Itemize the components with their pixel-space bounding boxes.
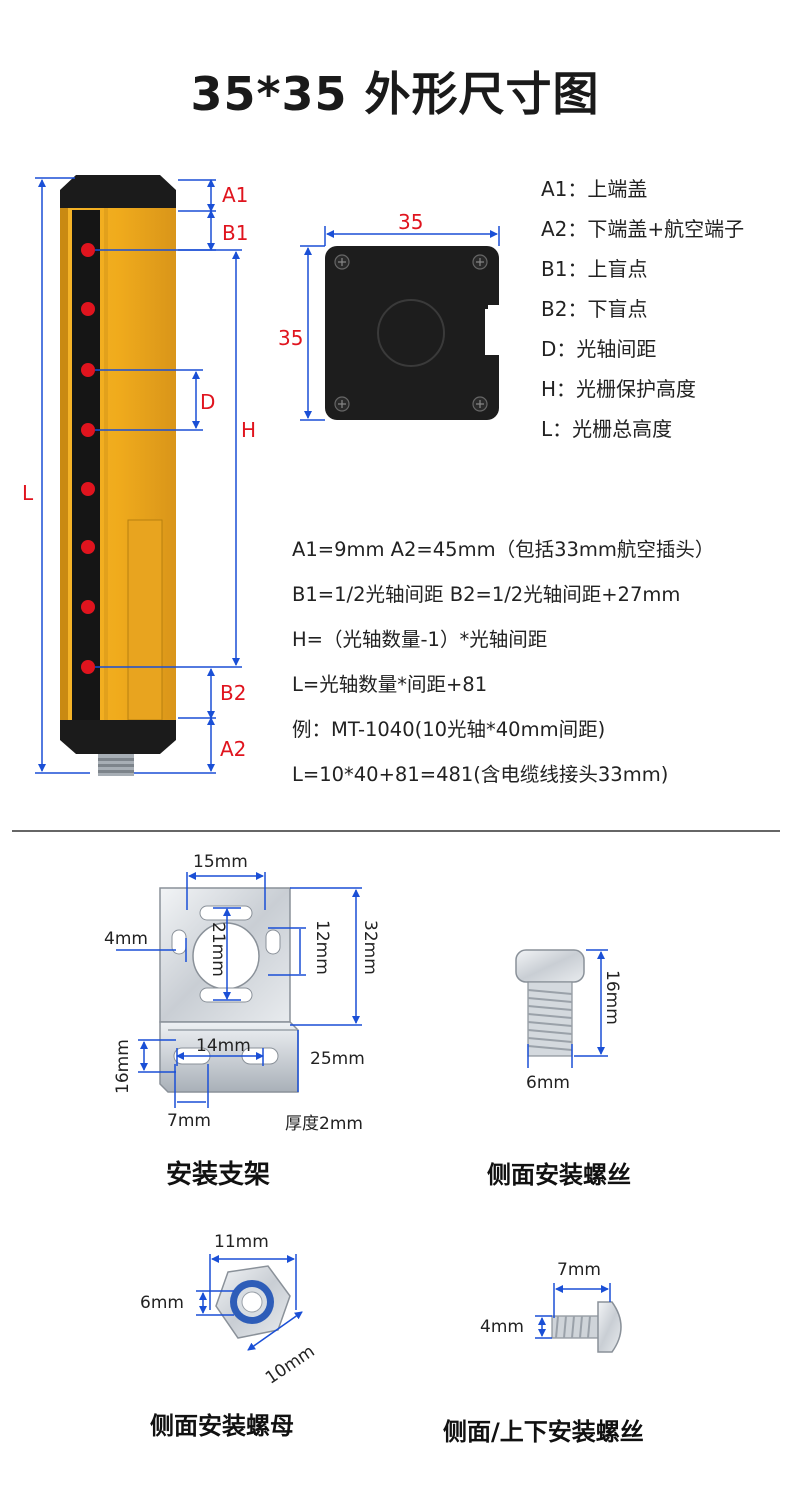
formula-line: A1=9mm A2=45mm（包括33mm航空插头） bbox=[292, 538, 715, 561]
nut-caption: 侧面安装螺母 bbox=[150, 1412, 294, 1440]
bolt-dim-6mm: 6mm bbox=[526, 1073, 570, 1093]
section-dimension-lines bbox=[300, 226, 500, 421]
beam-dots bbox=[81, 243, 95, 674]
countersunk-screw-image bbox=[551, 1301, 622, 1353]
bolt-image bbox=[515, 949, 585, 1057]
screw-dim-4mm: 4mm bbox=[480, 1317, 524, 1337]
beam-dot bbox=[81, 482, 95, 496]
bracket-dim-15mm: 15mm bbox=[193, 852, 248, 872]
bolt-caption: 侧面安装螺丝 bbox=[487, 1161, 631, 1189]
label-l: L bbox=[22, 481, 34, 505]
bracket-dim-12mm: 12mm bbox=[312, 920, 332, 975]
beam-dot bbox=[81, 540, 95, 554]
label-d: D bbox=[200, 390, 216, 414]
bolt-dim-16mm: 16mm bbox=[602, 970, 622, 1025]
formula-line: L=10*40+81=481(含电缆线接头33mm) bbox=[292, 763, 669, 786]
page-title: 35*35 外形尺寸图 bbox=[190, 67, 600, 121]
beam-dot bbox=[81, 363, 95, 377]
bracket-dim-14mm: 14mm bbox=[196, 1036, 251, 1056]
bracket-dim-4mm: 4mm bbox=[104, 929, 148, 949]
beam-dot bbox=[81, 660, 95, 674]
screw-dimension-lines bbox=[535, 1283, 611, 1339]
legend-item: B2：下盲点 bbox=[541, 297, 648, 321]
legend-item: H：光栅保护高度 bbox=[541, 377, 697, 401]
label-a2: A2 bbox=[220, 737, 247, 761]
nut-dim-11mm: 11mm bbox=[214, 1232, 269, 1252]
bracket-thickness: 厚度2mm bbox=[285, 1114, 363, 1134]
beam-dot bbox=[81, 243, 95, 257]
formula-line: 例：MT-1040(10光轴*40mm间距) bbox=[292, 718, 606, 741]
label-section-width: 35 bbox=[398, 210, 424, 234]
label-section-height: 35 bbox=[278, 326, 304, 350]
bracket-dim-32mm: 32mm bbox=[360, 920, 380, 975]
legend-item: A2：下端盖+航空端子 bbox=[541, 217, 745, 241]
mounting-bracket-image bbox=[159, 887, 299, 1093]
legend-item: L：光栅总高度 bbox=[541, 417, 673, 441]
label-b2: B2 bbox=[220, 681, 247, 705]
cross-section bbox=[325, 246, 501, 420]
formula-line: L=光轴数量*间距+81 bbox=[292, 673, 488, 696]
formula-line: B1=1/2光轴间距 B2=1/2光轴间距+27mm bbox=[292, 583, 681, 606]
bracket-dim-25mm: 25mm bbox=[310, 1049, 365, 1069]
label-b1: B1 bbox=[222, 221, 249, 245]
screw-dim-7mm: 7mm bbox=[557, 1260, 601, 1280]
legend-item: B1：上盲点 bbox=[541, 257, 648, 281]
bar-dimension-lines bbox=[35, 177, 242, 774]
formula-line: H=（光轴数量-1）*光轴间距 bbox=[292, 628, 548, 651]
bracket-dim-21mm: 21mm bbox=[208, 922, 228, 977]
screw-caption: 侧面/上下安装螺丝 bbox=[443, 1418, 644, 1446]
legend-item: A1：上端盖 bbox=[541, 177, 648, 201]
nut-dim-6mm: 6mm bbox=[140, 1293, 184, 1313]
bracket-dim-7mm: 7mm bbox=[167, 1111, 211, 1131]
legend-item: D：光轴间距 bbox=[541, 337, 657, 361]
beam-dot bbox=[81, 423, 95, 437]
beam-dot bbox=[81, 600, 95, 614]
label-h: H bbox=[241, 418, 257, 442]
nut-image bbox=[215, 1265, 291, 1339]
bracket-dimension-lines bbox=[116, 872, 362, 1108]
nut-dimension-lines bbox=[196, 1254, 303, 1351]
label-a1: A1 bbox=[222, 183, 249, 207]
bracket-dim-16mm: 16mm bbox=[113, 1039, 133, 1094]
bolt-dimension-lines bbox=[527, 949, 608, 1068]
beam-dot bbox=[81, 302, 95, 316]
bracket-caption: 安装支架 bbox=[166, 1160, 271, 1190]
light-curtain-bar bbox=[60, 175, 176, 776]
